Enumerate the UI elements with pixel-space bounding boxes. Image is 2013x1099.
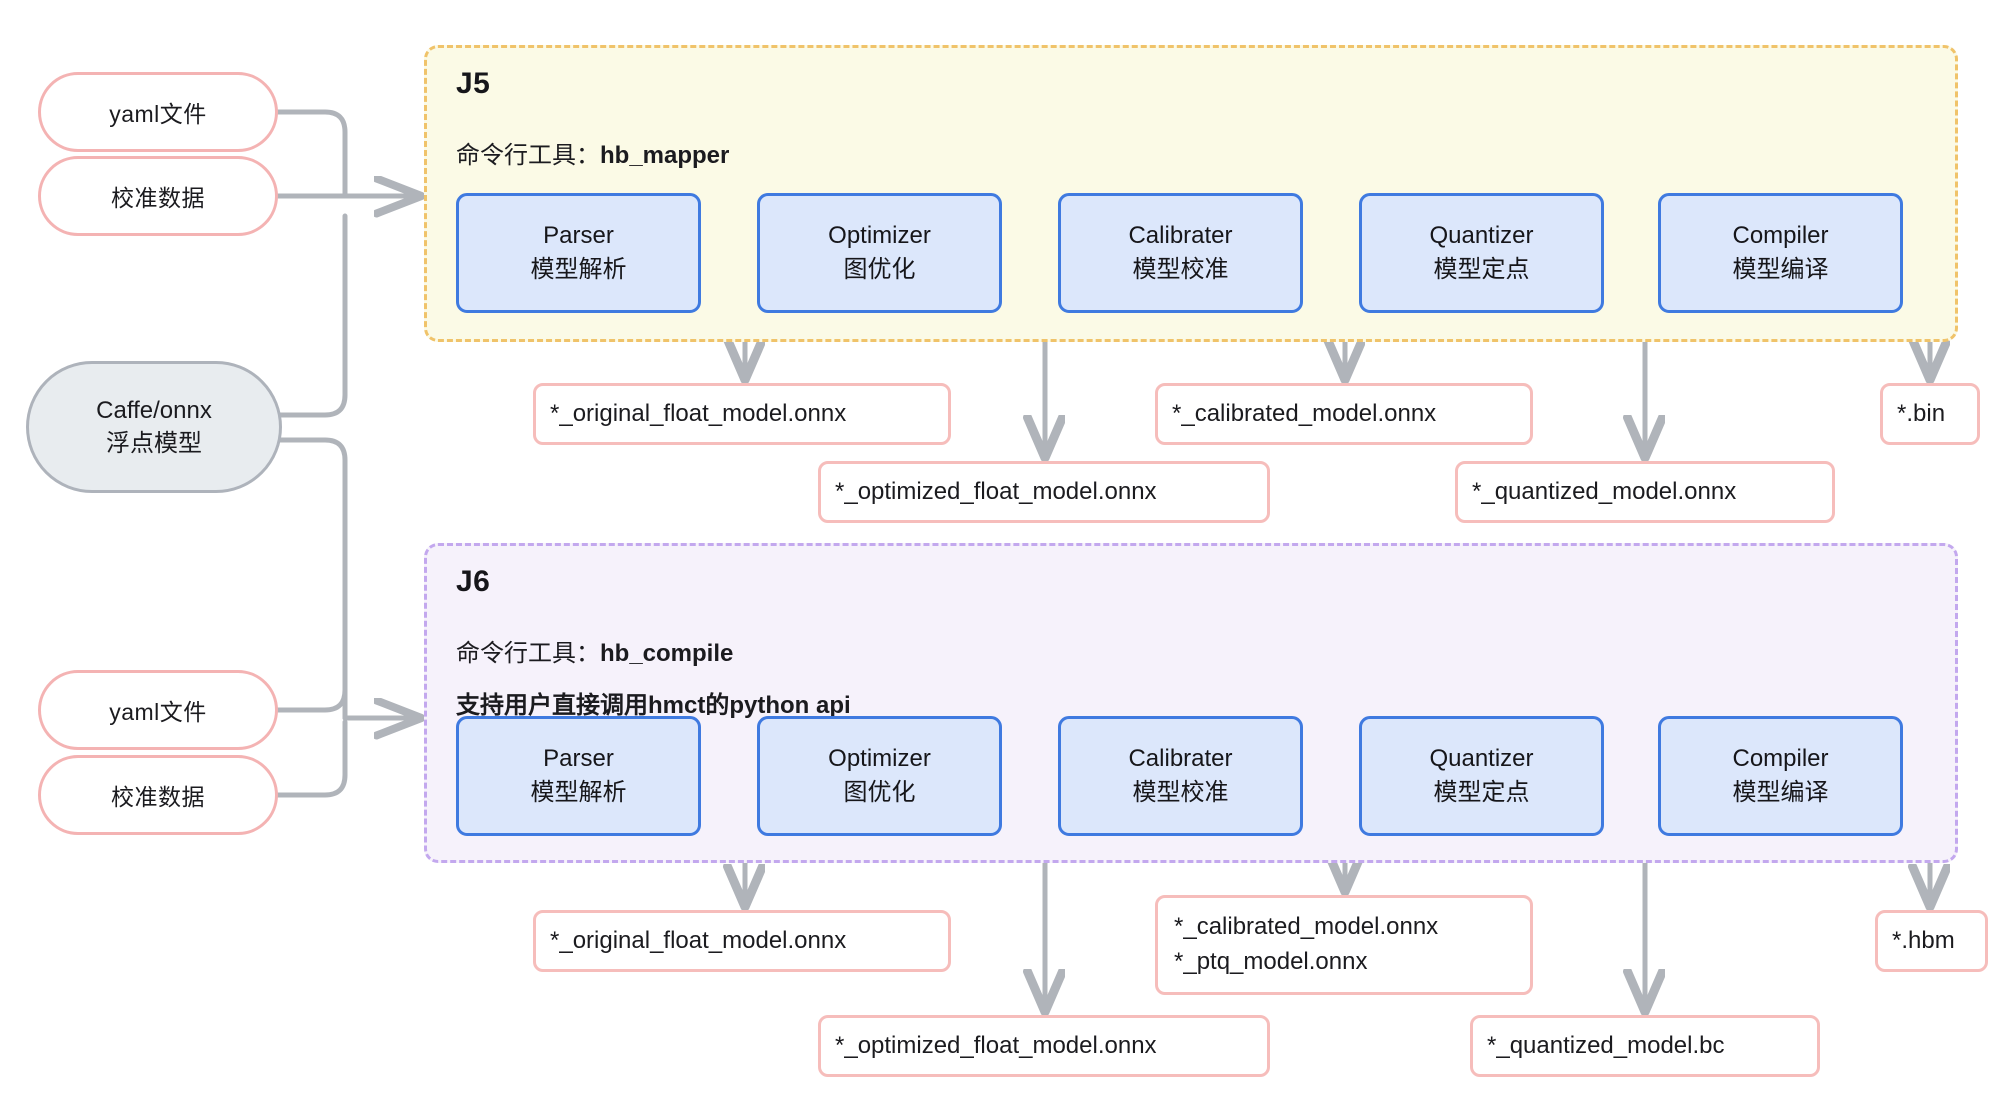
stage-j5-optimizer[interactable]: Optimizer 图优化 xyxy=(757,193,1002,313)
stage-title-en: Quantizer xyxy=(1429,744,1534,772)
float-model-node[interactable]: Caffe/onnx 浮点模型 xyxy=(26,361,282,493)
input-label: 校准数据 xyxy=(111,185,205,211)
artifact-line: *.hbm xyxy=(1892,926,1955,954)
artifact-j6-optimized-float-model[interactable]: *_optimized_float_model.onnx xyxy=(818,1015,1270,1077)
model-node-line1: Caffe/onnx xyxy=(96,396,212,424)
artifact-j5-optimized-float-model[interactable]: *_optimized_float_model.onnx xyxy=(818,461,1270,523)
stage-title-zh: 模型解析 xyxy=(530,256,627,283)
artifact-line: *_calibrated_model.onnx xyxy=(1172,399,1437,427)
artifact-line: *_quantized_model.onnx xyxy=(1472,477,1737,505)
artifact-line: *_original_float_model.onnx xyxy=(550,926,847,954)
artifact-line: *_calibrated_model.onnx xyxy=(1174,913,1439,941)
stage-title-zh: 模型解析 xyxy=(530,779,627,806)
panel-j6-subtitle-strong: hb_compile xyxy=(600,640,734,667)
input-label: yaml文件 xyxy=(109,699,207,725)
stage-title-zh: 图优化 xyxy=(843,779,916,806)
panel-j6-subtitle-0: 命令行工具：hb_compile xyxy=(456,633,733,668)
input-calibration-data-top[interactable]: 校准数据 xyxy=(38,156,278,236)
stage-title-zh: 模型校准 xyxy=(1132,256,1229,283)
stage-title-zh: 模型定点 xyxy=(1433,779,1530,806)
input-label: yaml文件 xyxy=(109,101,207,127)
stage-title-zh: 模型校准 xyxy=(1132,779,1229,806)
model-node-line2: 浮点模型 xyxy=(106,430,202,457)
artifact-line: *_optimized_float_model.onnx xyxy=(835,1031,1157,1059)
stage-title-zh: 模型定点 xyxy=(1433,256,1530,283)
artifact-j5-calibrated-model[interactable]: *_calibrated_model.onnx xyxy=(1155,383,1533,445)
artifact-j5-quantized-model[interactable]: *_quantized_model.onnx xyxy=(1455,461,1835,523)
stage-j5-calibrater[interactable]: Calibrater 模型校准 xyxy=(1058,193,1303,313)
input-label: 校准数据 xyxy=(111,784,205,810)
stage-title-en: Parser xyxy=(543,221,614,249)
stage-title-en: Calibrater xyxy=(1128,744,1233,772)
stage-j6-quantizer[interactable]: Quantizer 模型定点 xyxy=(1359,716,1604,836)
stage-j5-compiler[interactable]: Compiler 模型编译 xyxy=(1658,193,1903,313)
artifact-j6-calibrated-ptq-model[interactable]: *_calibrated_model.onnx *_ptq_model.onnx xyxy=(1155,895,1533,995)
stage-j6-compiler[interactable]: Compiler 模型编译 xyxy=(1658,716,1903,836)
panel-j5-subtitle-prefix: 命令行工具： xyxy=(456,142,600,169)
input-yaml-file-bottom[interactable]: yaml文件 xyxy=(38,670,278,750)
stage-title-en: Optimizer xyxy=(828,744,931,772)
artifact-line: *_original_float_model.onnx xyxy=(550,399,847,427)
stage-j6-calibrater[interactable]: Calibrater 模型校准 xyxy=(1058,716,1303,836)
stage-title-zh: 模型编译 xyxy=(1732,779,1829,806)
artifact-j5-bin[interactable]: *.bin xyxy=(1880,383,1980,445)
stage-title-en: Calibrater xyxy=(1128,221,1233,249)
panel-j6-subtitle-api-note: 支持用户直接调用hmct的python api xyxy=(456,692,851,719)
stage-j5-quantizer[interactable]: Quantizer 模型定点 xyxy=(1359,193,1604,313)
artifact-line: *_ptq_model.onnx xyxy=(1174,948,1368,975)
panel-j6-title: J6 xyxy=(456,565,491,598)
panel-j6-subtitle-1: 支持用户直接调用hmct的python api xyxy=(456,685,851,720)
stage-j6-parser[interactable]: Parser 模型解析 xyxy=(456,716,701,836)
stage-title-zh: 图优化 xyxy=(843,256,916,283)
stage-title-en: Compiler xyxy=(1732,221,1829,249)
input-calibration-data-bottom[interactable]: 校准数据 xyxy=(38,755,278,835)
panel-j5-title: J5 xyxy=(456,67,491,100)
artifact-j6-original-float-model[interactable]: *_original_float_model.onnx xyxy=(533,910,951,972)
stage-title-en: Parser xyxy=(543,744,614,772)
artifact-line: *.bin xyxy=(1897,399,1946,427)
artifact-line: *_optimized_float_model.onnx xyxy=(835,477,1157,505)
input-yaml-file-top[interactable]: yaml文件 xyxy=(38,72,278,152)
artifact-j5-original-float-model[interactable]: *_original_float_model.onnx xyxy=(533,383,951,445)
stage-title-en: Compiler xyxy=(1732,744,1829,772)
artifact-line: *_quantized_model.bc xyxy=(1487,1031,1725,1059)
artifact-j6-hbm[interactable]: *.hbm xyxy=(1875,910,1988,972)
stage-j5-parser[interactable]: Parser 模型解析 xyxy=(456,193,701,313)
stage-j6-optimizer[interactable]: Optimizer 图优化 xyxy=(757,716,1002,836)
panel-j5-subtitle-0: 命令行工具：hb_mapper xyxy=(456,135,729,170)
stage-title-en: Quantizer xyxy=(1429,221,1534,249)
stage-title-zh: 模型编译 xyxy=(1732,256,1829,283)
panel-j6-subtitle-prefix: 命令行工具： xyxy=(456,640,600,667)
panel-j5-subtitle-strong: hb_mapper xyxy=(600,142,730,169)
artifact-j6-quantized-model-bc[interactable]: *_quantized_model.bc xyxy=(1470,1015,1820,1077)
stage-title-en: Optimizer xyxy=(828,221,931,249)
